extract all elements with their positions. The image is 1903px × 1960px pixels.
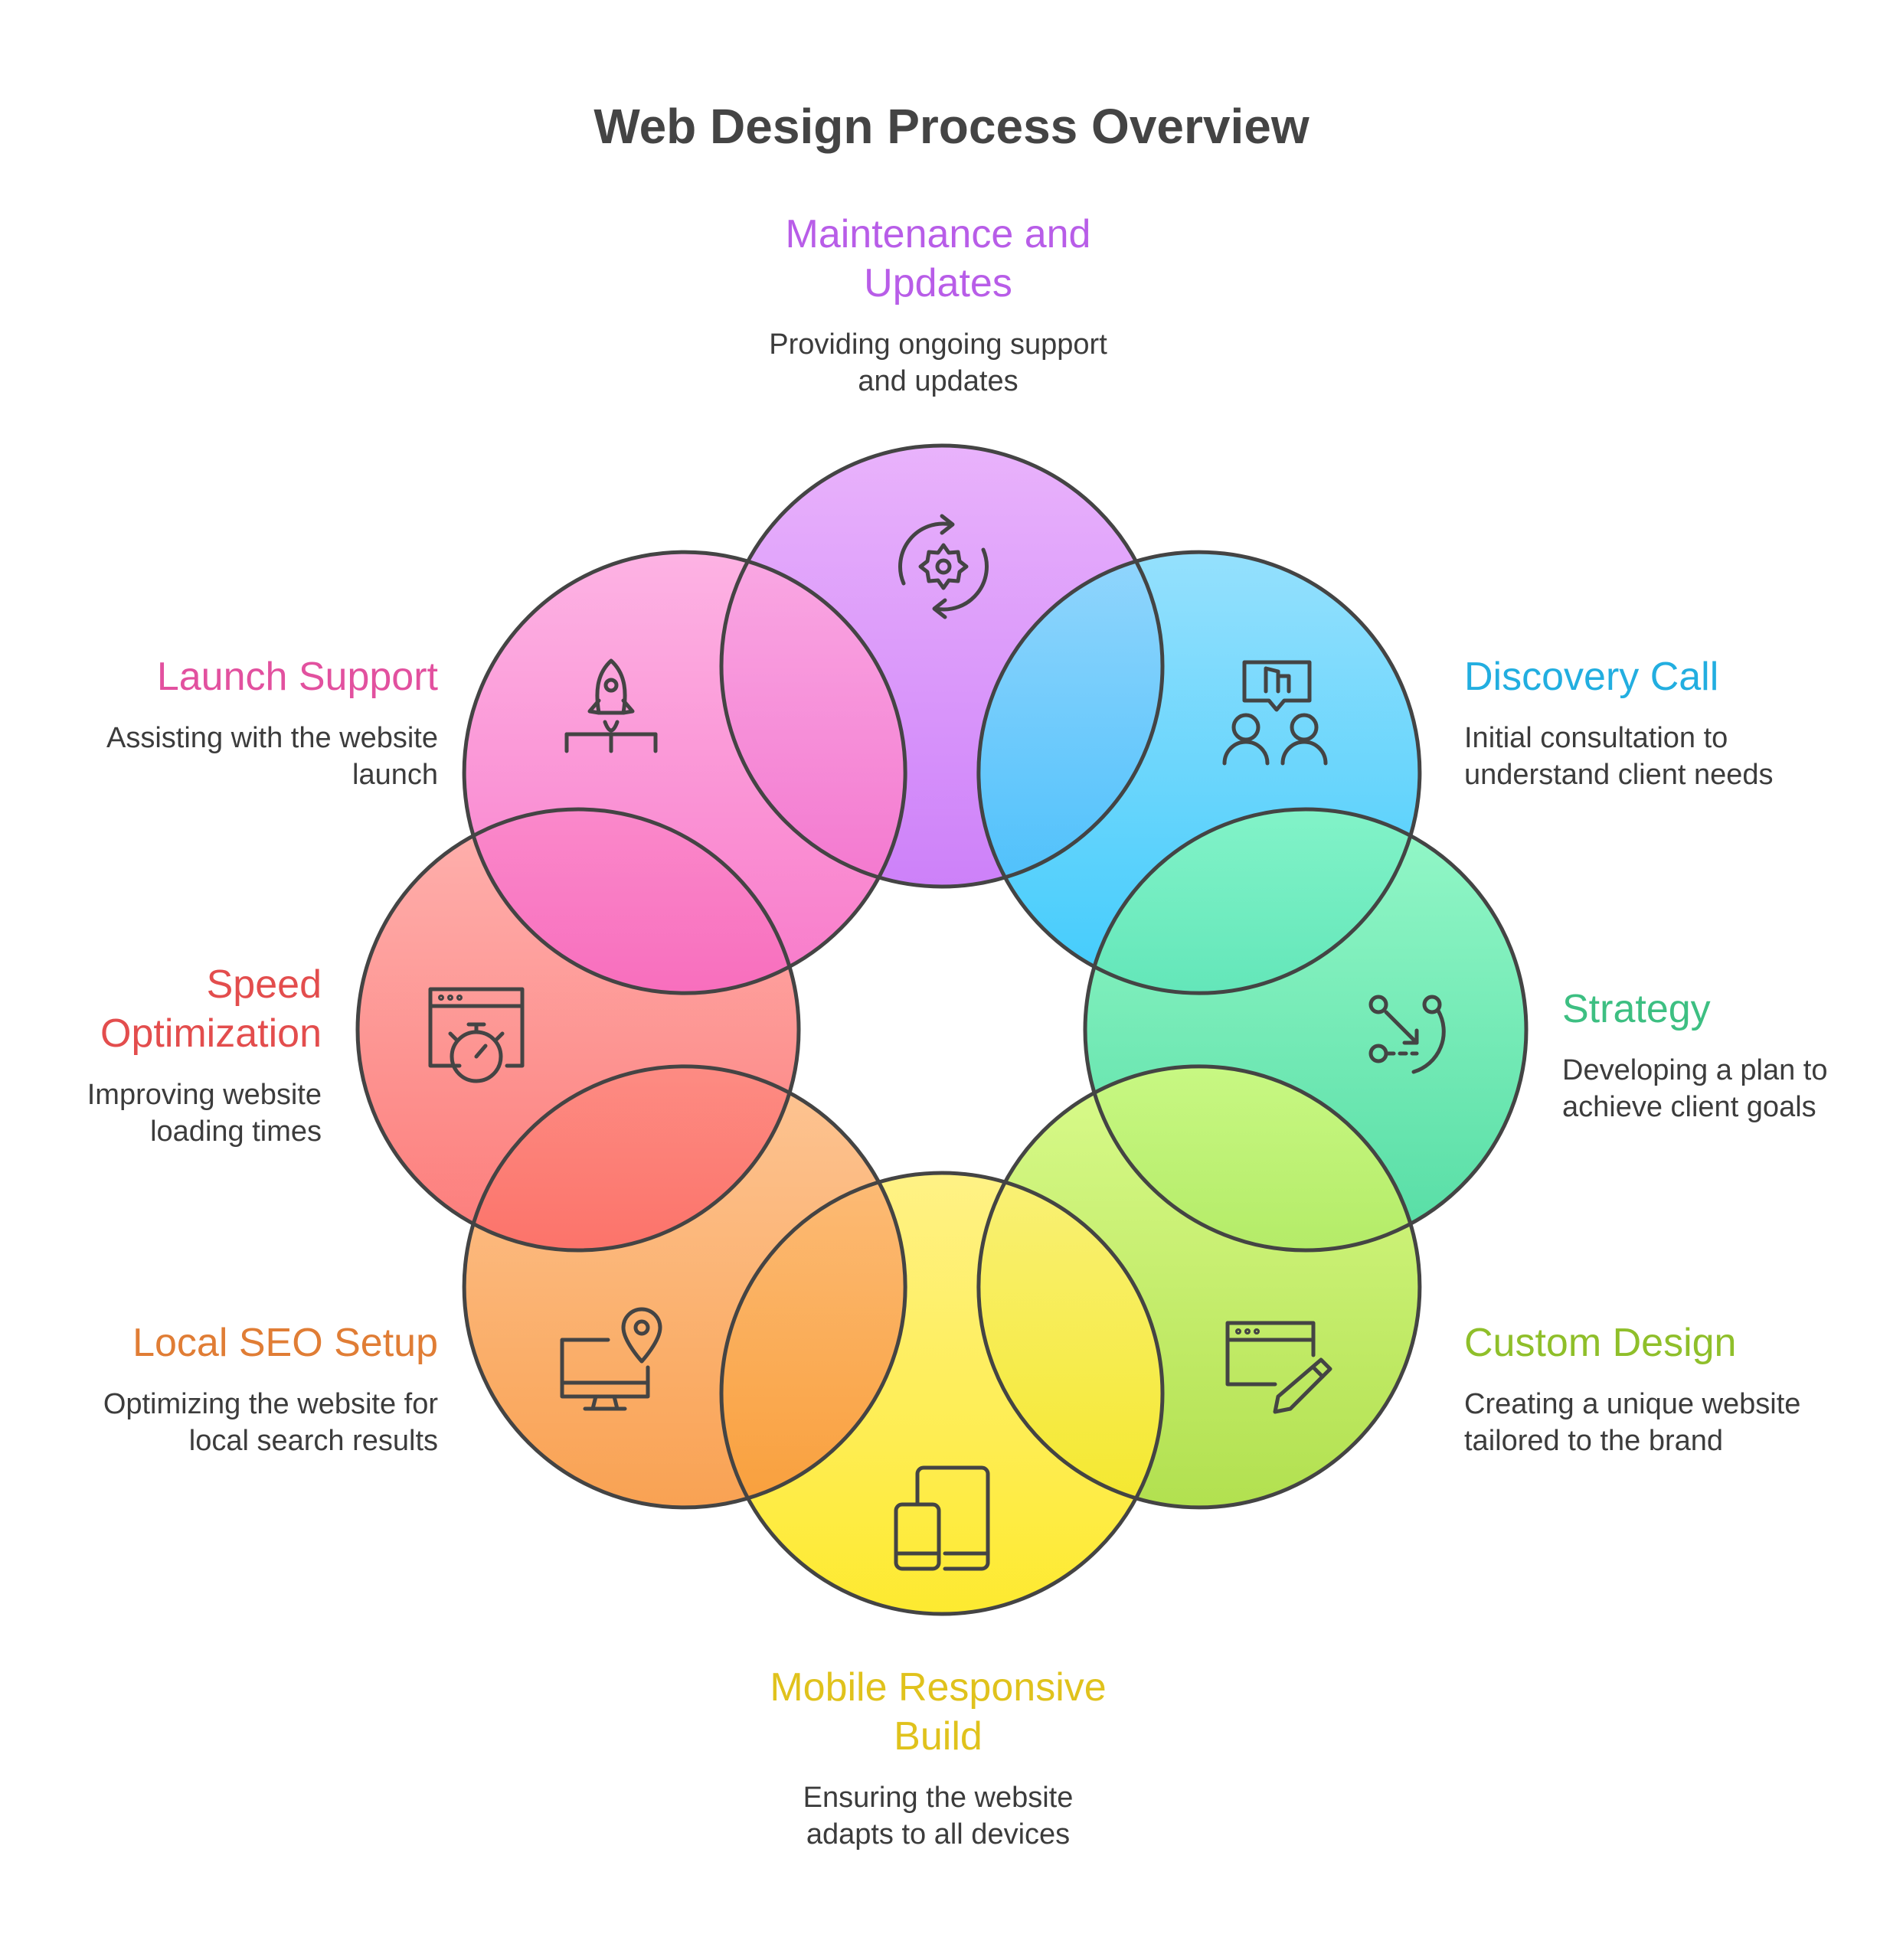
monitor-location-icon — [560, 1307, 662, 1411]
diagram-title: Web Design Process Overview — [593, 99, 1310, 154]
circle-outline-discovery — [976, 550, 1422, 995]
strategy-path-icon — [1368, 995, 1446, 1074]
step-description: Assisting with the website launch — [106, 722, 438, 791]
step-label-custom-design: Custom Design Creating a unique website … — [1464, 1318, 1893, 1459]
step-title: Strategy — [1562, 987, 1711, 1031]
step-title: Discovery Call — [1464, 655, 1719, 699]
step-description: Creating a unique website tailored to th… — [1464, 1388, 1801, 1457]
circle-outline-strategy — [1083, 807, 1529, 1253]
step-description: Ensuring the website adapts to all devic… — [803, 1782, 1074, 1851]
step-description: Optimizing the website for local search … — [103, 1388, 438, 1457]
step-description: Providing ongoing support and updates — [769, 328, 1107, 397]
circles-layer — [358, 446, 1526, 1614]
circle-outline-mobile — [719, 1171, 1165, 1616]
circle-outline-local-seo — [462, 1064, 907, 1510]
step-title: Mobile Responsive Build — [770, 1665, 1107, 1759]
step-title: Custom Design — [1464, 1321, 1737, 1365]
step-title: Local SEO Setup — [132, 1321, 438, 1365]
step-description: Developing a plan to achieve client goal… — [1562, 1054, 1828, 1123]
step-description: Improving website loading times — [87, 1079, 322, 1148]
step-label-maintenance: Maintenance and Updates Providing ongoin… — [724, 210, 1153, 400]
circle-outline-launch — [462, 550, 907, 995]
step-title: Maintenance and Updates — [785, 212, 1091, 305]
step-title: Launch Support — [156, 655, 438, 699]
step-label-strategy: Strategy Developing a plan to achieve cl… — [1562, 985, 1903, 1125]
step-label-local-seo: Local SEO Setup Optimizing the website f… — [9, 1318, 438, 1459]
step-description: Initial consultation to understand clien… — [1464, 722, 1774, 791]
icons-layer — [428, 514, 1446, 1571]
outlines-layer — [355, 443, 1529, 1616]
devices-icon — [894, 1465, 990, 1571]
step-label-mobile: Mobile Responsive Build Ensuring the web… — [724, 1663, 1153, 1853]
browser-pencil-icon — [1225, 1321, 1332, 1414]
rocket-launch-icon — [564, 658, 658, 753]
browser-stopwatch-icon — [428, 987, 525, 1083]
gear-refresh-icon — [898, 514, 989, 619]
circle-outline-custom-design — [976, 1064, 1422, 1510]
step-label-speed: Speed Optimization Improving website loa… — [0, 960, 322, 1150]
step-label-launch: Launch Support Assisting with the websit… — [9, 652, 438, 793]
circle-launch — [464, 552, 906, 994]
circle-outline-speed — [355, 807, 801, 1253]
people-chat-icon — [1222, 660, 1328, 766]
step-title: Speed Optimization — [100, 962, 322, 1056]
circle-outline-maintenance — [719, 443, 1165, 889]
step-label-discovery: Discovery Call Initial consultation to u… — [1464, 652, 1893, 793]
